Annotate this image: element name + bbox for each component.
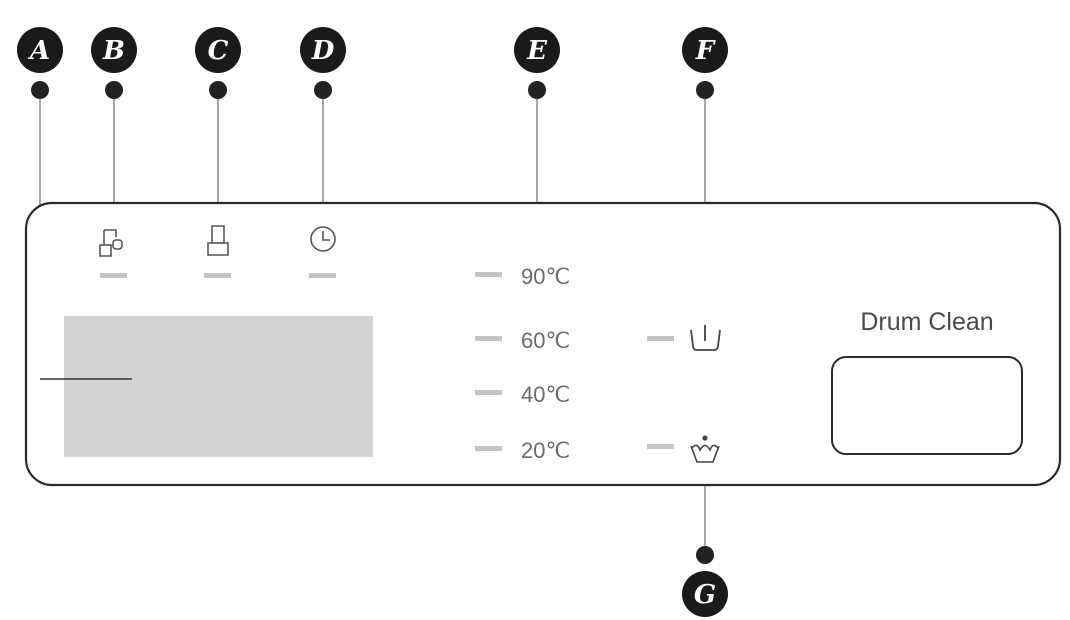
callout-a: A	[17, 27, 63, 73]
leader-dot-d	[314, 81, 332, 99]
door-lock-icon	[207, 225, 229, 256]
callout-c-label: C	[208, 36, 229, 66]
temp-indicator-40	[475, 390, 502, 395]
callout-b: B	[91, 27, 137, 73]
delicate-indicator	[647, 444, 674, 449]
child-lock-indicator	[100, 273, 127, 278]
temp-label-60: 60℃	[521, 328, 570, 353]
temp-label-90: 90℃	[521, 264, 570, 289]
leader-dots	[31, 81, 714, 564]
callout-g: G	[682, 571, 728, 617]
callout-f-label: F	[695, 36, 716, 66]
callout-f: F	[682, 27, 728, 73]
temp-label-40: 40℃	[521, 382, 570, 407]
leader-dot-f	[696, 81, 714, 99]
leader-dot-g	[696, 546, 714, 564]
display-screen	[64, 316, 373, 457]
callout-b-label: B	[102, 36, 125, 66]
temp-indicator-60	[475, 336, 502, 341]
drum-clean-button[interactable]	[831, 356, 1023, 455]
temp-indicator-90	[475, 272, 502, 277]
delicate-crown-icon	[690, 435, 720, 463]
delay-indicator	[309, 273, 336, 278]
callout-a-label: A	[27, 36, 50, 66]
callout-d: D	[300, 27, 346, 73]
temp-indicator-20	[475, 446, 502, 451]
callout-e: E	[514, 27, 560, 73]
leader-dot-b	[105, 81, 123, 99]
callout-d-label: D	[311, 36, 335, 66]
callout-e-label: E	[526, 36, 548, 66]
prewash-basin-icon	[690, 325, 721, 351]
callout-g-label: G	[694, 580, 716, 610]
prewash-indicator	[647, 336, 674, 341]
leader-dot-e	[528, 81, 546, 99]
door-lock-indicator	[204, 273, 231, 278]
leader-dot-a	[31, 81, 49, 99]
delay-clock-icon	[310, 226, 336, 252]
drum-clean-label: Drum Clean	[860, 308, 993, 336]
callout-c: C	[195, 27, 241, 73]
leader-dot-c	[209, 81, 227, 99]
temp-label-20: 20℃	[521, 438, 570, 463]
child-lock-icon	[99, 229, 123, 257]
